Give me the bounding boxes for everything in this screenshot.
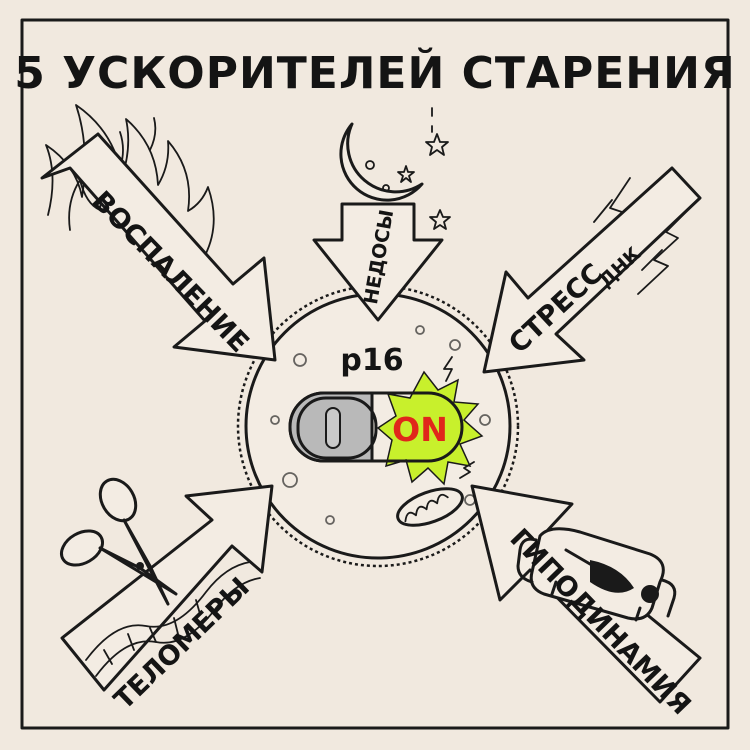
spark-icon-2	[459, 461, 475, 479]
scissors-icon	[60, 477, 178, 606]
gene-label: p16	[340, 343, 403, 378]
moon-icon	[339, 122, 424, 202]
label-inflammation: ВОСПАЛЕНИЕ	[86, 185, 255, 359]
arrow-dna-stress: СТРЕСС ДНК	[482, 166, 702, 374]
glow-burst	[376, 370, 484, 486]
star-icons	[397, 107, 451, 230]
switch-state-label: ON	[392, 410, 448, 449]
sofa-icon	[516, 527, 677, 622]
arrow-inflammation: ВОСПАЛЕНИЕ	[40, 104, 277, 362]
cell: p16 ON	[236, 284, 520, 568]
spark-icon	[443, 356, 453, 382]
mitochondrion-icon	[396, 487, 464, 527]
dna-icon	[85, 561, 261, 677]
arrow-telomeres: ТЕЛОМЕРЫ	[60, 477, 274, 716]
arrow-hypodynamia: ГИПОДИНАМИЯ	[470, 484, 702, 721]
page-title: 5 УСКОРИТЕЛЕЙ СТАРЕНИЯ	[14, 46, 736, 99]
arrow-sleep: НЕДОСЫ	[312, 107, 451, 322]
p16-toggle-switch: ON	[288, 391, 464, 463]
frame-border	[20, 18, 730, 730]
